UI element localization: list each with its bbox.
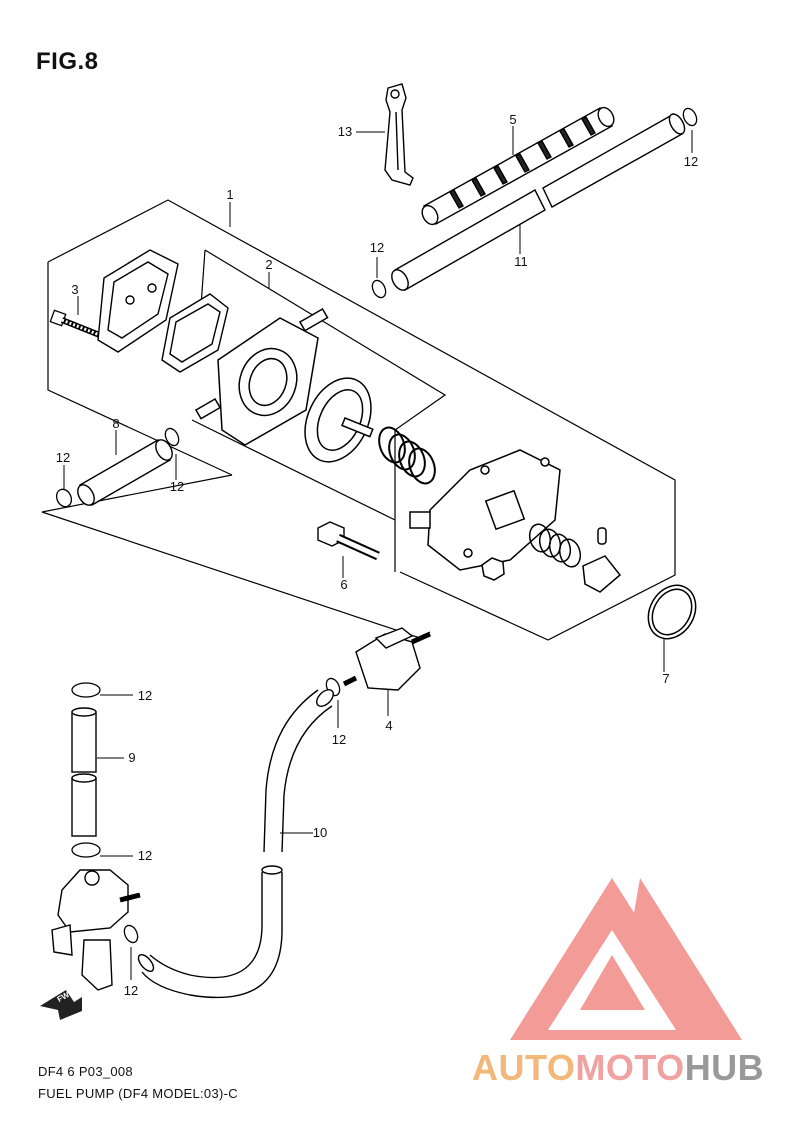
watermark-auto: AUTO [472, 1047, 576, 1088]
watermark-hub: HUB [684, 1047, 765, 1088]
diagram-caption: FUEL PUMP (DF4 MODEL:03)-C [38, 1086, 238, 1101]
bolt-part-6 [317, 521, 380, 561]
callout-9: 9 [128, 750, 136, 765]
hose-part-9 [71, 707, 97, 837]
fwd-arrow-icon [40, 990, 82, 1020]
callout-4: 4 [385, 718, 393, 733]
check-valve-parts [481, 523, 622, 593]
diagram-code: DF4 6 P03_008 [38, 1064, 133, 1079]
callout-11: 11 [514, 254, 528, 269]
fuel-filter-part-4 [342, 627, 432, 691]
callout-12: 12 [331, 732, 347, 747]
callout-12: 12 [55, 450, 71, 465]
pump-cover-plates [97, 249, 229, 373]
hose-part-5 [421, 106, 615, 226]
diaphragm [304, 377, 374, 463]
callout-12: 12 [683, 154, 699, 169]
callout-5: 5 [509, 112, 517, 127]
callout-6: 6 [340, 577, 348, 592]
leader-lines [63, 126, 693, 980]
watermark-text: AUTOMOTOHUB [472, 1047, 764, 1089]
hose-part-8 [77, 439, 173, 506]
callout-7: 7 [662, 671, 670, 686]
callout-8: 8 [112, 416, 120, 431]
callout-1: 1 [226, 187, 234, 202]
callout-12: 12 [369, 240, 385, 255]
callout-13: 13 [337, 124, 353, 139]
callout-12: 12 [123, 983, 139, 998]
callout-10: 10 [312, 825, 328, 840]
watermark-logo [510, 878, 742, 1040]
hose-part-11 [391, 113, 686, 291]
o-ring-part-7 [647, 584, 697, 640]
fuel-cock-assembly [51, 869, 141, 991]
callout-3: 3 [71, 282, 79, 297]
callout-2: 2 [265, 257, 273, 272]
hose-part-10 [137, 689, 334, 999]
callout-12: 12 [137, 848, 153, 863]
watermark-moto: MOTO [575, 1047, 685, 1088]
callout-12: 12 [137, 688, 153, 703]
figure-title: FIG.8 [36, 48, 99, 75]
clamp-part-12-set [55, 107, 698, 944]
clip-part-13 [384, 83, 414, 186]
callout-12: 12 [169, 479, 185, 494]
spring [378, 426, 436, 485]
pump-body [194, 307, 329, 446]
pump-lower-cover [409, 449, 561, 571]
